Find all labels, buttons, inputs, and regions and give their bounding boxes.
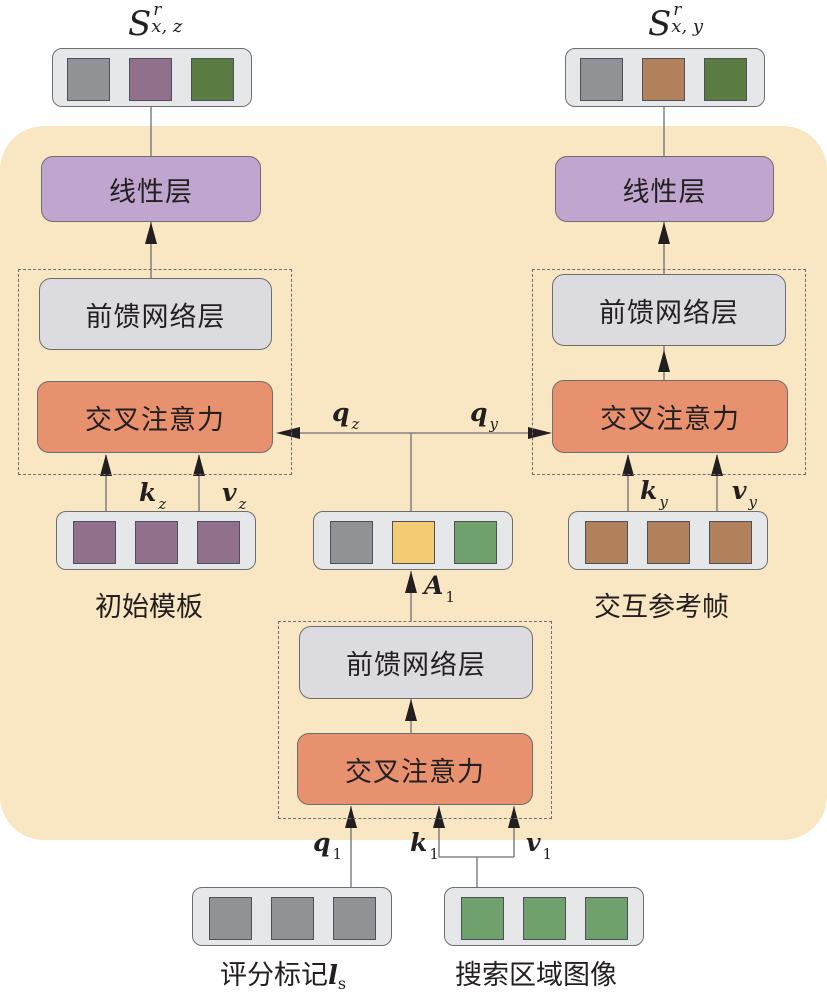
token-square xyxy=(704,58,747,101)
token-square xyxy=(642,58,685,101)
token-square xyxy=(209,897,252,940)
search-region-tokens xyxy=(444,887,644,946)
qy-base: q xyxy=(470,398,488,427)
v1-sub: 1 xyxy=(542,845,553,863)
template-tokens xyxy=(56,511,256,570)
output-right-sub: x, y xyxy=(671,16,704,37)
reference-frame-label: 交互参考帧 xyxy=(594,592,729,623)
score-var-sub: s xyxy=(337,974,347,993)
q1-base: q xyxy=(313,828,331,857)
qz-sub: z xyxy=(351,415,360,433)
output-right-sup: r xyxy=(673,0,682,20)
output-left-tokens xyxy=(52,48,252,107)
token-square xyxy=(73,521,116,564)
token-square xyxy=(454,521,497,564)
vy-base: v xyxy=(732,476,747,505)
vy-sub: y xyxy=(748,493,758,511)
right-cross-attention: 交叉注意力 xyxy=(552,380,788,453)
center-encoder-block xyxy=(278,621,552,819)
output-right-label: S r x, y xyxy=(648,0,721,44)
token-square xyxy=(135,521,178,564)
left-decoder-block xyxy=(18,269,292,475)
score-tokens-text: 评分标记 xyxy=(220,960,328,991)
kz-sub: z xyxy=(158,495,167,513)
output-right-tokens xyxy=(565,48,765,107)
token-square xyxy=(129,58,172,101)
template-label: 初始模板 xyxy=(95,592,203,623)
a1-tokens xyxy=(313,511,513,570)
token-square xyxy=(271,897,314,940)
left-cross-attention: 交叉注意力 xyxy=(37,381,273,453)
search-region-label: 搜索区域图像 xyxy=(455,960,617,991)
center-ffn-layer: 前馈网络层 xyxy=(299,626,533,699)
token-square xyxy=(392,521,435,564)
token-square xyxy=(709,521,752,564)
qz-base: q xyxy=(332,398,350,427)
token-square xyxy=(333,897,376,940)
output-left-label: S r x, z xyxy=(128,0,201,44)
qy-sub: y xyxy=(489,415,498,433)
kz-base: k xyxy=(139,478,157,507)
k1-sub: 1 xyxy=(429,845,439,863)
score-tokens-label: 评分标记ls xyxy=(220,953,346,993)
score-var: ls xyxy=(328,961,347,993)
left-ffn-layer: 前馈网络层 xyxy=(39,278,272,350)
vz-sub: z xyxy=(238,495,247,513)
token-square xyxy=(585,521,628,564)
output-left-sub: x, z xyxy=(151,16,183,37)
q1-sub: 1 xyxy=(332,845,343,863)
a1-sub: 1 xyxy=(445,588,455,606)
token-square xyxy=(647,521,690,564)
token-square xyxy=(191,58,234,101)
token-square xyxy=(580,58,623,101)
vz-base: v xyxy=(222,478,237,507)
token-square xyxy=(523,897,566,940)
output-left-sup: r xyxy=(153,0,162,20)
token-square xyxy=(585,897,628,940)
v1-base: v xyxy=(526,828,541,857)
token-square xyxy=(197,521,240,564)
left-linear-layer: 线性层 xyxy=(41,156,261,222)
token-square xyxy=(330,521,373,564)
output-right-symbol: S xyxy=(648,4,672,44)
score-tokens xyxy=(192,887,392,946)
ky-base: k xyxy=(640,476,658,505)
score-var-base: l xyxy=(328,961,338,991)
right-decoder-block xyxy=(532,269,806,475)
token-square xyxy=(67,58,110,101)
center-cross-attention: 交叉注意力 xyxy=(297,733,533,805)
right-linear-layer: 线性层 xyxy=(555,156,774,222)
right-ffn-layer: 前馈网络层 xyxy=(552,274,786,346)
output-left-symbol: S xyxy=(128,4,152,44)
token-square xyxy=(461,897,504,940)
k1-base: k xyxy=(410,828,428,857)
reference-frame-tokens xyxy=(568,511,768,570)
a1-base: A xyxy=(424,571,444,600)
transformer-panel xyxy=(0,126,827,840)
ky-sub: y xyxy=(659,493,668,511)
